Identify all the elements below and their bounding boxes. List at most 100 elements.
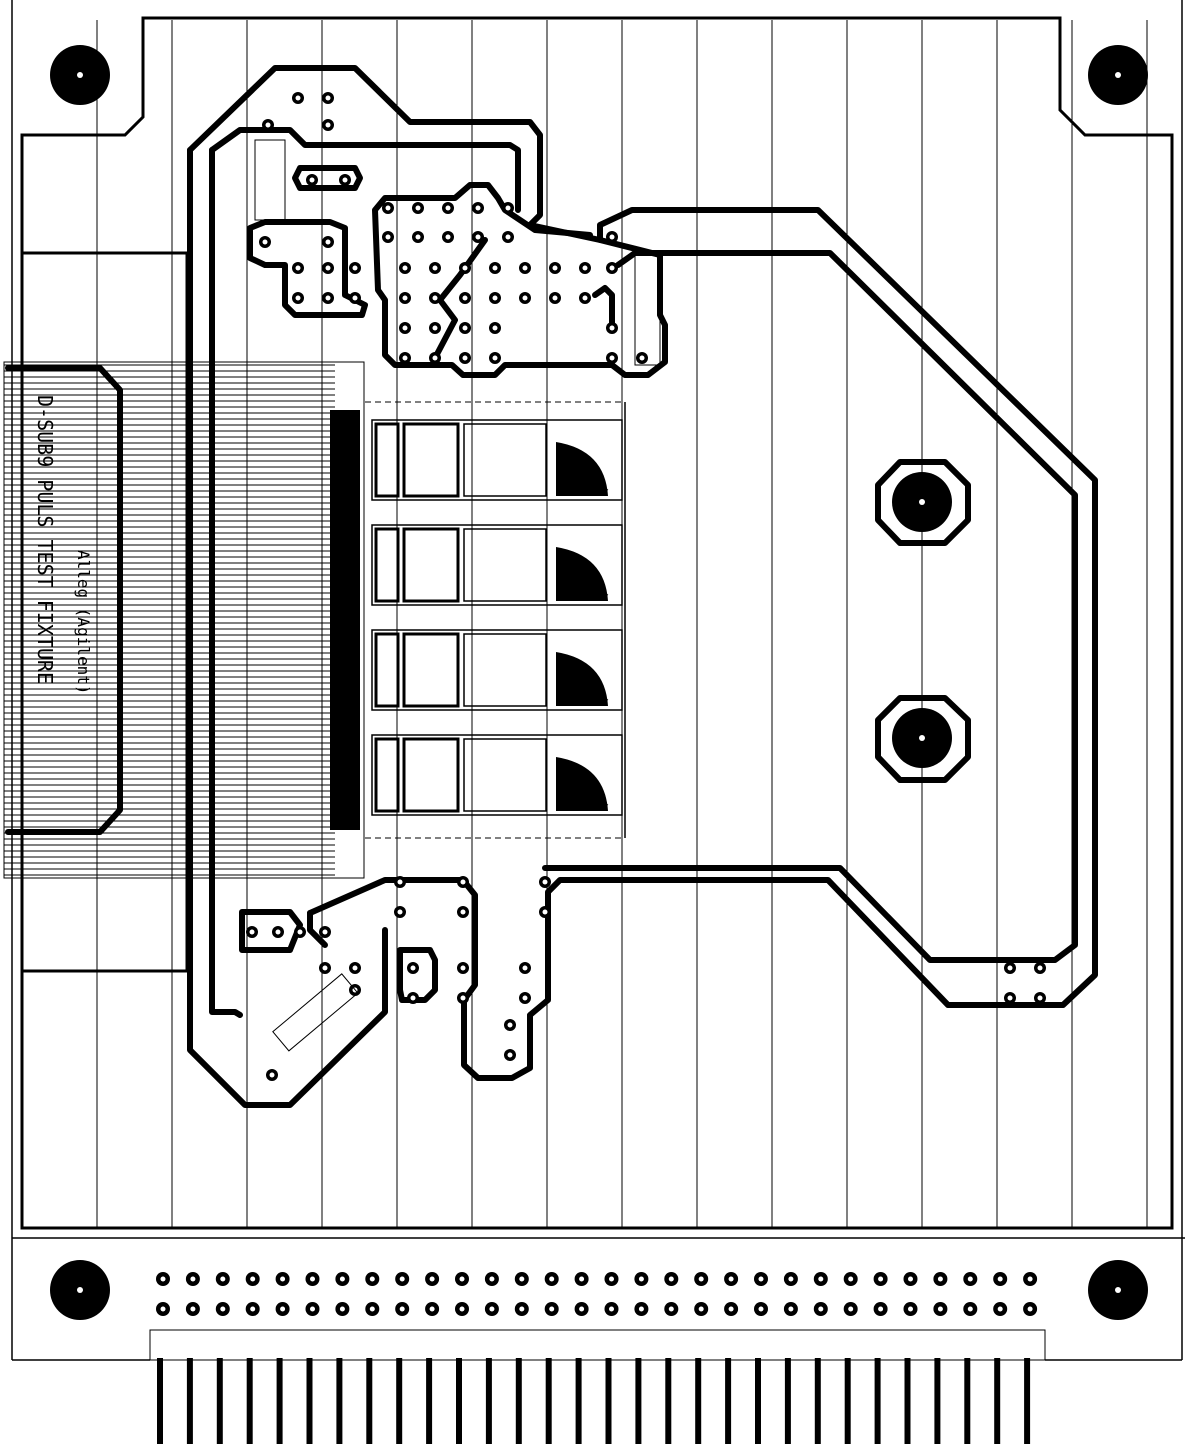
rf-channel	[371, 629, 623, 711]
through-hole-drill	[385, 234, 391, 240]
edge-pin-drill	[788, 1306, 794, 1312]
edge-pin-drill	[160, 1276, 166, 1282]
through-hole-drill	[507, 1022, 513, 1028]
edge-pin-drill	[1027, 1306, 1033, 1312]
edge-pin-drill	[668, 1306, 674, 1312]
edge-pin-drill	[698, 1306, 704, 1312]
through-hole-drill	[432, 325, 438, 331]
edge-pin-drill	[818, 1306, 824, 1312]
edge-pin-drill	[758, 1306, 764, 1312]
channel-pad-right	[463, 423, 547, 497]
silkscreen-parts	[254, 139, 661, 1052]
through-hole-drill	[432, 295, 438, 301]
spiral-inductor	[556, 547, 608, 601]
through-hole-drill	[475, 205, 481, 211]
channel-pad-left	[374, 527, 400, 603]
edge-pin-drill	[848, 1306, 854, 1312]
through-hole-drill	[275, 929, 281, 935]
edge-pin-drill	[549, 1276, 555, 1282]
channel-pad-left	[374, 737, 400, 813]
through-hole-drill	[507, 1052, 513, 1058]
through-hole-drill	[325, 122, 331, 128]
edge-pin-drill	[310, 1306, 315, 1312]
through-hole-drill	[1037, 965, 1043, 971]
edge-pin-drill	[878, 1306, 884, 1312]
channel-outline	[371, 419, 623, 501]
through-hole-drill	[325, 239, 331, 245]
through-hole-drill	[522, 295, 528, 301]
edge-pin-drill	[937, 1306, 943, 1312]
edge-pin-drill	[220, 1306, 226, 1312]
rf-channel	[371, 524, 623, 606]
board-outline	[11, 0, 1185, 1361]
edge-pin-drill	[250, 1276, 256, 1282]
edge-connector-fingers	[149, 1329, 1046, 1444]
through-hole-drill	[505, 205, 511, 211]
through-hole-drill	[492, 355, 498, 361]
edge-pin-drill	[250, 1306, 256, 1312]
edge-connector-pins	[156, 1272, 1038, 1316]
through-hole-drill	[402, 265, 408, 271]
edge-pin-drill	[967, 1306, 973, 1312]
edge-pin-drill	[489, 1276, 495, 1282]
through-hole-drill	[1037, 995, 1043, 1001]
edge-pin-drill	[310, 1276, 315, 1282]
through-hole-drill	[462, 265, 468, 271]
edge-pin-drill	[638, 1276, 644, 1282]
rf-channel	[371, 419, 623, 501]
through-hole-drill	[410, 995, 416, 1001]
edge-pin-drill	[519, 1306, 525, 1312]
channel-pad-mid	[402, 737, 460, 813]
through-hole-drill	[462, 325, 468, 331]
spiral-inductor	[556, 757, 608, 811]
through-hole-drill	[582, 295, 588, 301]
through-hole-drill	[445, 234, 451, 240]
edge-pin-drill	[190, 1276, 196, 1282]
through-hole-drill	[542, 909, 548, 915]
edge-pin-drill	[459, 1306, 465, 1312]
mounting-hole-center	[77, 72, 83, 78]
edge-pin-drill	[190, 1306, 196, 1312]
edge-pin-drill	[609, 1306, 614, 1312]
through-hole-drill	[410, 965, 416, 971]
through-hole-drill	[249, 929, 255, 935]
edge-pin-drill	[908, 1276, 913, 1282]
edge-pin-drill	[339, 1306, 345, 1312]
edge-pin-drill	[997, 1276, 1003, 1282]
edge-pin-drill	[848, 1276, 854, 1282]
edge-pin-drill	[519, 1276, 525, 1282]
through-hole-drill	[522, 265, 528, 271]
through-hole-drill	[460, 965, 466, 971]
edge-pin-drill	[609, 1276, 614, 1282]
through-hole-drill	[402, 355, 408, 361]
channel-pad-right	[463, 633, 547, 707]
through-hole-drill	[445, 205, 451, 211]
edge-pin-drill	[728, 1306, 734, 1312]
small-pads	[246, 92, 1046, 1081]
through-hole-drill	[295, 95, 301, 101]
spiral-inductor	[556, 652, 608, 706]
edge-pin-drill	[489, 1306, 495, 1312]
through-hole-drill	[609, 355, 615, 361]
edge-pin-drill	[280, 1276, 286, 1282]
edge-pin-drill	[908, 1306, 913, 1312]
through-hole-drill	[1007, 995, 1013, 1001]
through-hole-drill	[402, 325, 408, 331]
through-hole-drill	[609, 234, 615, 240]
edge-pin-drill	[668, 1276, 674, 1282]
edge-pin-drill	[399, 1276, 405, 1282]
edge-pin-drill	[220, 1276, 226, 1282]
edge-pin-drill	[1027, 1276, 1033, 1282]
through-hole-drill	[609, 265, 615, 271]
edge-pin-drill	[997, 1306, 1003, 1312]
mounting-holes	[50, 45, 1148, 1320]
channel-pad-mid	[402, 632, 460, 708]
edge-pin-drill	[429, 1276, 435, 1282]
through-hole-drill	[432, 355, 438, 361]
octagon-pads	[875, 459, 971, 783]
through-hole-drill	[460, 879, 466, 885]
through-hole-drill	[397, 879, 403, 885]
through-hole-drill	[462, 355, 468, 361]
through-hole-drill	[639, 355, 645, 361]
